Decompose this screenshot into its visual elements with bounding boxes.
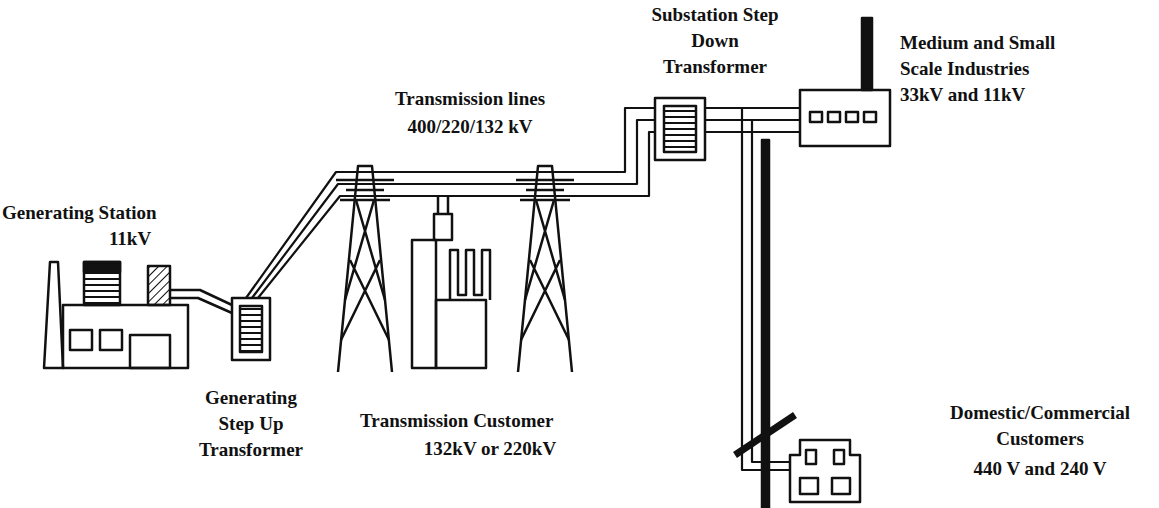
voltage-label: 33kV and 11kV [900,82,1080,108]
voltage-label: 440 V and 240 V [925,456,1155,482]
customer-label: Transmission Customer [360,408,620,434]
industry-building [800,18,890,146]
industry-label: Medium and Small Scale Industries [900,30,1080,82]
house [790,440,860,502]
distribution-pole [735,140,795,508]
voltage-label: 11kV [90,226,170,252]
generating-station [44,262,232,368]
customer-label: Domestic/Commercial Customers [925,400,1155,452]
substation-label: Substation Step Down Transformer [650,2,780,80]
transmission-customer-plant [412,196,490,368]
transformer-label: Generating Step Up Transformer [186,385,316,463]
step-down-transformer [655,98,800,470]
voltage-label: 132kV or 220kV [400,436,580,462]
station-label: Generating Station [2,200,212,226]
transmission-label: Transmission lines [380,86,560,112]
voltage-label: 400/220/132 kV [380,114,560,140]
step-up-transformer [232,298,270,360]
